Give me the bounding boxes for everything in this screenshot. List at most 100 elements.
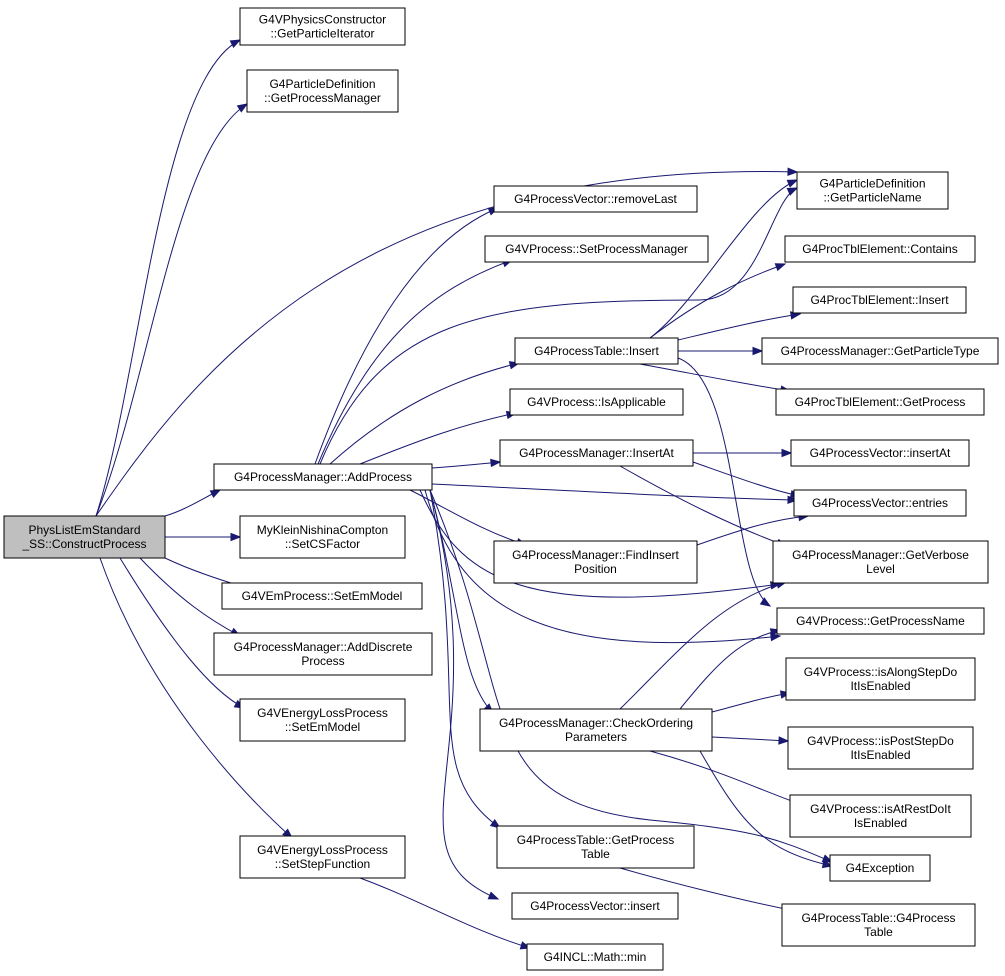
node-ptConstructor[interactable]: G4ProcessTable::G4ProcessTable	[781, 903, 976, 947]
node-pvInsertAt[interactable]: G4ProcessVector::insertAt	[790, 439, 970, 467]
node-label-line: G4ProcessVector::entries	[812, 496, 948, 510]
node-removeLast[interactable]: G4ProcessVector::removeLast	[493, 185, 698, 213]
node-setProcessManager[interactable]: G4VProcess::SetProcessManager	[484, 235, 709, 263]
node-pmInsertAt[interactable]: G4ProcessManager::InsertAt	[499, 439, 694, 467]
node-label-line: ItIsEnabled	[850, 748, 910, 762]
node-label-line: G4ProcTblElement::Contains	[802, 242, 957, 256]
node-setCSFactor[interactable]: MyKleinNishinaCompton::SetCSFactor	[239, 515, 406, 559]
node-isApplicable[interactable]: G4VProcess::IsApplicable	[509, 388, 684, 416]
arrowhead-ptInsert-to-getProcessName	[759, 597, 772, 607]
node-getProcessName[interactable]: G4VProcess::GetProcessName	[776, 607, 985, 635]
edge-checkOrdering-to-getVerboseLevel	[619, 581, 787, 710]
node-label-line: G4VEmProcess::SetEmModel	[242, 589, 403, 603]
node-getParticleIterator[interactable]: G4VPhysicsConstructor::GetParticleIterat…	[239, 7, 406, 46]
node-getParticleType[interactable]: G4ProcessManager::GetParticleType	[761, 337, 999, 365]
node-label-line: ::GetParticleIterator	[270, 27, 374, 41]
node-label-line: G4VProcess::isPostStepDo	[807, 734, 954, 748]
node-setStepFunction[interactable]: G4VEnergyLossProcess::SetStepFunction	[239, 835, 406, 879]
edge-addProcess-to-g4Exception	[429, 489, 833, 863]
node-contains[interactable]: G4ProcTblElement::Contains	[784, 235, 976, 263]
node-pteGetProcess[interactable]: G4ProcTblElement::GetProcess	[775, 388, 985, 416]
edge-ptInsert-to-getParticleName	[649, 179, 798, 339]
node-box	[796, 171, 949, 210]
edge-addProcess-to-checkOrdering	[429, 489, 494, 714]
arrowhead-root-to-setCSFactor	[230, 532, 242, 542]
node-emSetEmModel[interactable]: G4VEmProcess::SetEmModel	[221, 582, 423, 610]
node-label-line: G4ProcessVector::removeLast	[514, 192, 677, 206]
node-label-line: G4ProcTblElement::GetProcess	[795, 395, 966, 409]
node-pteInsert[interactable]: G4ProcTblElement::Insert	[792, 286, 967, 314]
arrowhead-addProcess-to-getParticleName	[786, 187, 799, 196]
node-mathMin[interactable]: G4INCL::Math::min	[526, 943, 664, 971]
edge-pmInsertAt-to-entries	[692, 461, 801, 497]
node-pvInsert[interactable]: G4ProcessVector::insert	[511, 892, 679, 920]
node-root[interactable]: PhysListEmStandard_SS::ConstructProcess	[3, 515, 166, 559]
node-box	[484, 235, 709, 263]
arrowhead-ptInsert-to-getParticleName	[786, 179, 799, 188]
node-box	[493, 540, 698, 584]
node-box	[213, 463, 433, 491]
node-label-line: Position	[574, 562, 617, 576]
node-label-line: G4ProcessManager::GetVerbose	[792, 548, 969, 562]
node-label-line: G4VProcess::IsApplicable	[527, 395, 666, 409]
node-box	[784, 235, 976, 263]
node-addProcess[interactable]: G4ProcessManager::AddProcess	[213, 463, 433, 491]
node-label-line: G4VEnergyLossProcess	[257, 843, 388, 857]
edge-addProcess-to-ptInsert	[329, 362, 520, 465]
node-g4Exception[interactable]: G4Exception	[829, 854, 931, 882]
node-getParticleName[interactable]: G4ParticleDefinition::GetParticleName	[796, 171, 949, 210]
node-box	[790, 439, 970, 467]
node-label-line: G4ProcessTable::G4Process	[801, 911, 955, 925]
arrowhead-ptInsert-to-contains	[774, 263, 787, 272]
node-box	[239, 698, 406, 742]
node-label-line: ::SetEmModel	[285, 720, 360, 734]
node-label-line: G4Exception	[846, 861, 915, 875]
node-box	[792, 286, 967, 314]
edge-checkOrdering-to-isAtRest	[649, 750, 801, 805]
node-box	[761, 337, 999, 365]
node-box	[496, 825, 695, 869]
node-label-line: ::SetCSFactor	[285, 537, 360, 551]
node-label-line: ::SetStepFunction	[275, 857, 370, 871]
node-label-line: G4INCL::Math::min	[544, 950, 647, 964]
edge-ptInsert-to-getProcessName	[677, 357, 771, 607]
node-label-line: ::GetProcessManager	[264, 91, 381, 105]
edge-addProcess-to-getProcessName	[424, 489, 781, 644]
node-entries[interactable]: G4ProcessVector::entries	[793, 489, 967, 517]
node-ptInsert[interactable]: G4ProcessTable::Insert	[514, 337, 679, 365]
edge-ptInsert-to-pteGetProcess	[639, 363, 791, 392]
node-elSetEmModel[interactable]: G4VEnergyLossProcess::SetEmModel	[239, 698, 406, 742]
edge-checkOrdering-to-getProcessName	[679, 629, 781, 710]
node-label-line: ::GetParticleName	[823, 191, 921, 205]
node-box	[526, 943, 664, 971]
node-label-line: PhysListEmStandard	[28, 523, 140, 537]
edge-root-to-addDiscreteProcess	[139, 557, 241, 637]
node-box	[789, 794, 972, 838]
node-label-line: G4ProcessManager::AddDiscrete	[234, 640, 413, 654]
arrowhead-pmInsertAt-to-pvInsertAt	[781, 448, 793, 458]
node-label-line: _SS::ConstructProcess	[21, 537, 146, 551]
edge-getProcessTable-to-ptConstructor	[619, 867, 801, 913]
node-label-line: G4ParticleDefinition	[819, 177, 925, 191]
call-graph-edges	[95, 39, 834, 950]
node-label-line: G4VProcess::isAtRestDoIt	[810, 802, 951, 816]
node-box	[775, 388, 985, 416]
node-getProcessManager[interactable]: G4ParticleDefinition::GetProcessManager	[246, 69, 399, 113]
node-box	[499, 439, 694, 467]
node-label-line: G4VProcess::GetProcessName	[796, 614, 965, 628]
call-graph-nodes: PhysListEmStandard_SS::ConstructProcessG…	[3, 7, 999, 971]
node-checkOrdering[interactable]: G4ProcessManager::CheckOrderingParameter…	[479, 708, 713, 752]
node-box	[3, 515, 166, 559]
node-label-line: G4ProcTblElement::Insert	[810, 293, 949, 307]
edge-checkOrdering-to-isPostStep	[711, 736, 789, 742]
node-label-line: G4ParticleDefinition	[269, 77, 375, 91]
arrowhead-root-to-getProcessManager	[236, 103, 249, 113]
